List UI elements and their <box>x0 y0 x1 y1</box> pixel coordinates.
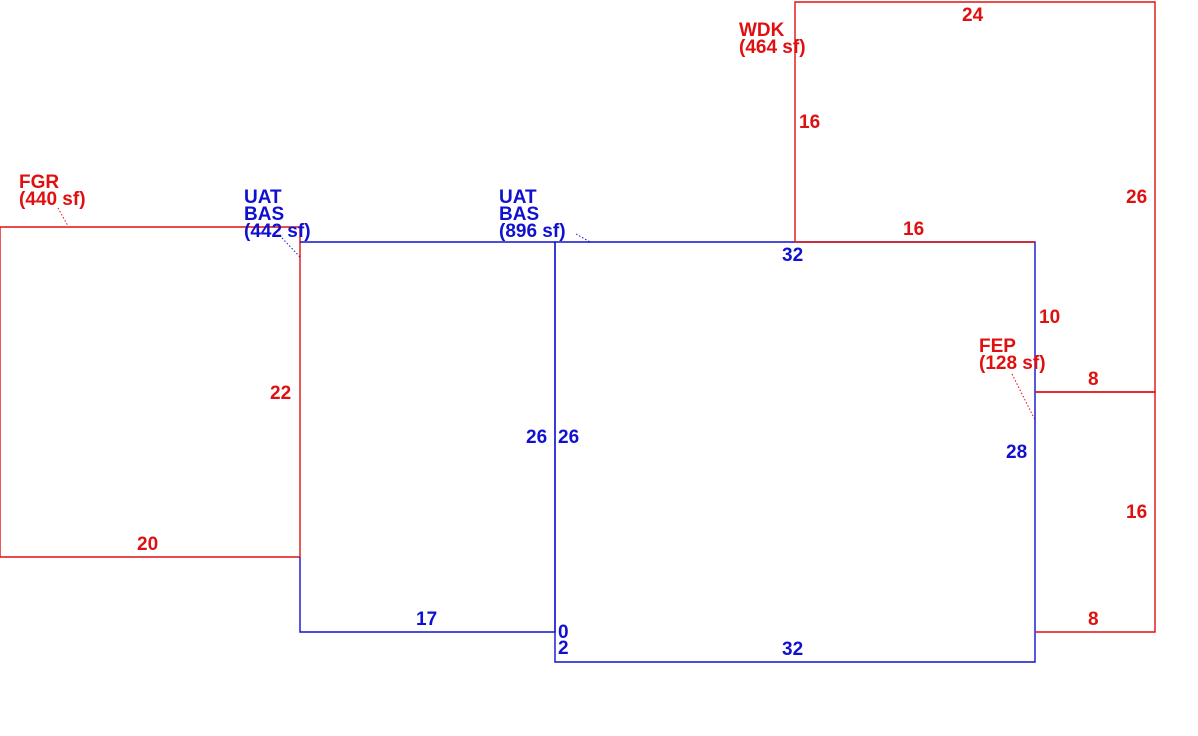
dim-wdk-inner: 10 <box>1039 307 1060 328</box>
bas1-leader <box>281 237 301 258</box>
dim-bas1-right: 26 <box>526 427 547 448</box>
fgr-code: FGR <box>19 172 59 193</box>
dim-fgr-bottom: 20 <box>137 534 158 555</box>
bas1-sqft: (442 sf) <box>244 221 311 242</box>
bas2-sqft: (896 sf) <box>499 221 566 242</box>
bas2-outline <box>554 241 1036 663</box>
dim-bas2-step-b: 2 <box>558 638 569 659</box>
fgr-outline <box>0 226 300 558</box>
wdk-outline <box>794 1 1156 393</box>
bas1-outline <box>299 241 556 633</box>
dim-wdk-top: 24 <box>962 5 984 26</box>
fep-sqft: (128 sf) <box>979 353 1046 374</box>
wdk-sqft: (464 sf) <box>739 37 806 58</box>
dim-bas2-left: 26 <box>558 427 579 448</box>
dim-fep-bottom: 8 <box>1088 609 1099 630</box>
dim-wdk-ledge: 8 <box>1088 369 1099 390</box>
dim-bas1-bottom: 17 <box>416 609 437 630</box>
bas1-area-label: UAT BAS (442 sf) <box>244 187 311 242</box>
bas2-code-1: UAT <box>499 187 537 208</box>
fep-outline <box>1035 391 1156 633</box>
fep-code: FEP <box>979 336 1016 357</box>
fgr-sqft: (440 sf) <box>19 189 86 210</box>
dim-bas2-top: 32 <box>782 245 803 266</box>
dim-bas2-bottom: 32 <box>782 639 803 660</box>
bas2-area-label: UAT BAS (896 sf) <box>499 187 566 242</box>
dim-bas2-step-a: 0 <box>558 622 569 643</box>
wdk-code: WDK <box>739 20 785 41</box>
dim-fep-right: 16 <box>1126 502 1147 523</box>
bas1-code-1: UAT <box>244 187 282 208</box>
dim-wdk-bottom: 16 <box>903 219 924 240</box>
dim-fgr-side: 22 <box>270 383 291 404</box>
fep-leader <box>1011 373 1036 421</box>
bas1-code-2: BAS <box>244 204 284 225</box>
fgr-area-label: FGR (440 sf) <box>19 172 86 210</box>
dim-wdk-right: 26 <box>1126 187 1147 208</box>
wdk-area-label: WDK (464 sf) <box>739 20 806 58</box>
dim-wdk-left: 16 <box>799 112 820 133</box>
bas2-code-2: BAS <box>499 204 539 225</box>
bas2-leader <box>575 233 591 243</box>
fgr-leader <box>57 207 69 227</box>
dim-bas2-right: 28 <box>1006 442 1027 463</box>
fep-area-label: FEP (128 sf) <box>979 336 1046 374</box>
